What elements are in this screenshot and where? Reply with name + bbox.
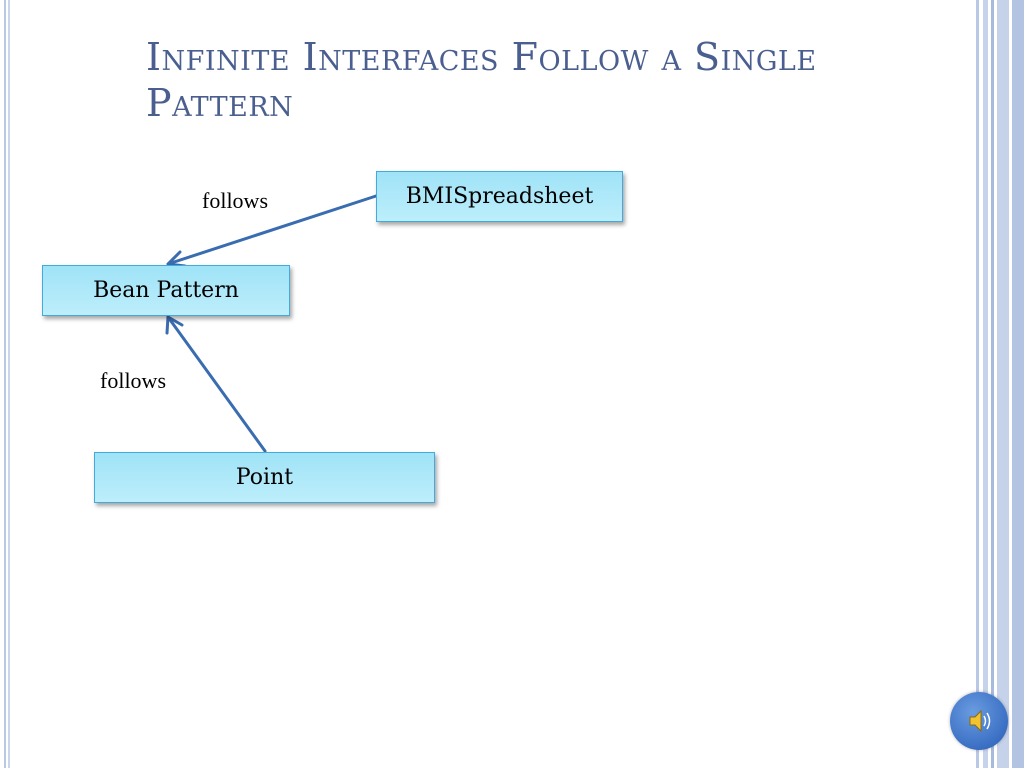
right-border-stripe — [1012, 0, 1024, 768]
node-bmispreadsheet: BMISpreadsheet — [376, 171, 623, 222]
left-border-stripe — [0, 0, 6, 768]
arrow-bmi-to-bean — [166, 194, 378, 266]
edge-label-follows: follows — [100, 368, 166, 393]
edge-label-follows: follows — [202, 188, 268, 213]
arrow-point-to-bean — [166, 315, 267, 453]
right-border-stripe — [983, 0, 988, 768]
right-border-stripe — [991, 0, 994, 768]
node-bean-pattern: Bean Pattern — [42, 265, 290, 316]
left-border-line — [8, 0, 10, 768]
speaker-glyph — [969, 709, 991, 733]
right-border-stripe — [976, 0, 979, 768]
right-border-stripe — [997, 0, 1009, 768]
node-point: Point — [94, 452, 435, 503]
arrowhead-point-to-bean — [165, 315, 184, 335]
speaker-icon[interactable] — [950, 692, 1008, 750]
slide-title: Infinite Interfaces Follow a Single Patt… — [146, 35, 817, 125]
